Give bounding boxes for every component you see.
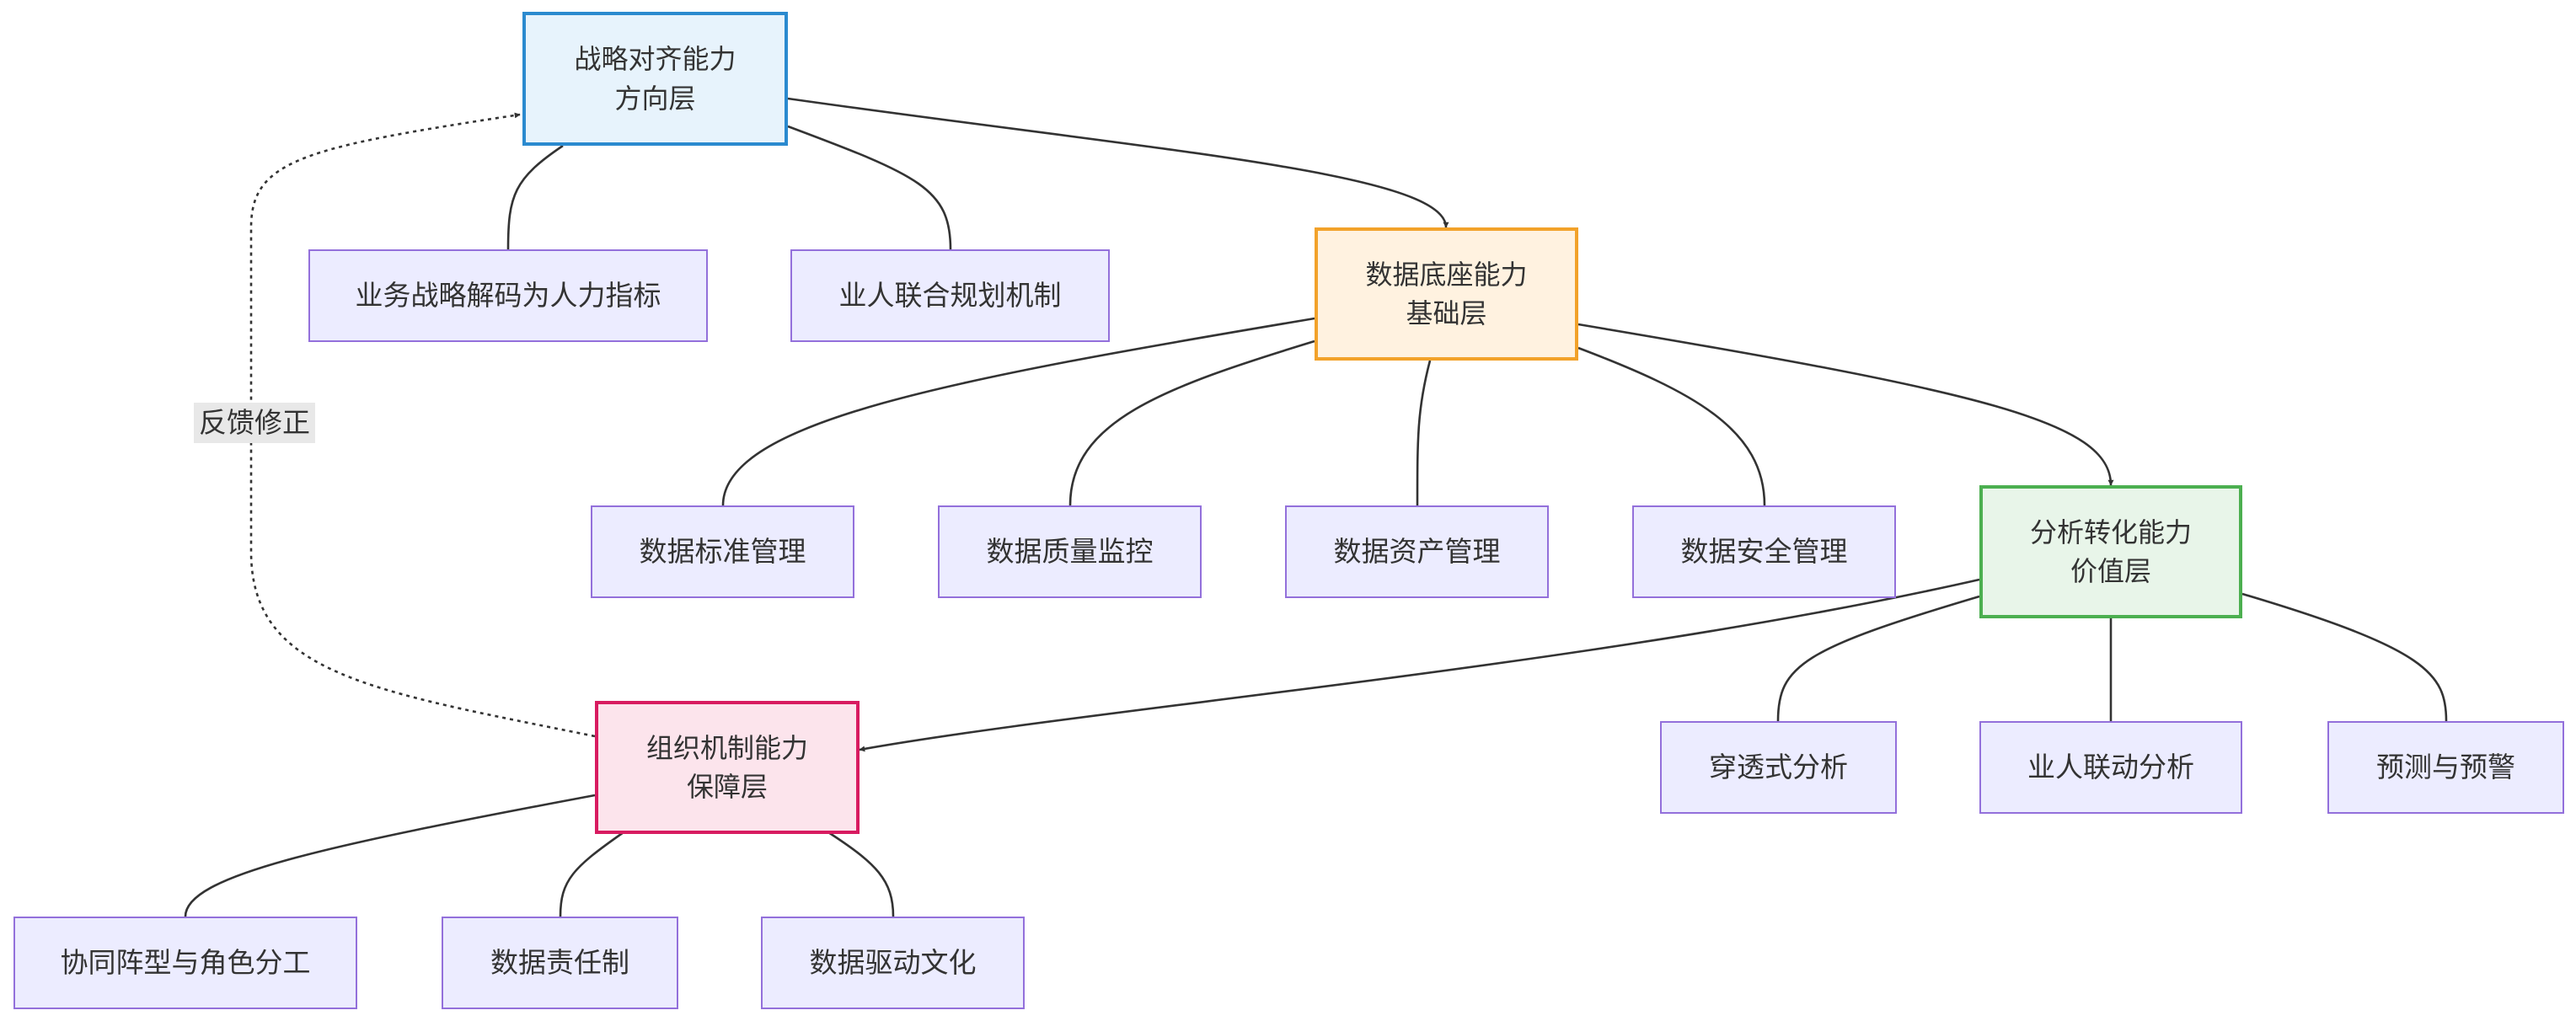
edge-org-to-o3 xyxy=(827,831,895,917)
edge-data-to-d3 xyxy=(1416,360,1432,506)
edge-data-to-d2 xyxy=(1068,339,1315,506)
node-data-layer[interactable]: 数据底座能力 基础层 xyxy=(1315,227,1578,361)
edge-strategy-to-s2 xyxy=(787,125,952,250)
data-security-label: 数据安全管理 xyxy=(1680,535,1848,569)
node-org-layer[interactable]: 组织机制能力 保障层 xyxy=(595,701,860,834)
drilldown-analysis-label: 穿透式分析 xyxy=(1709,751,1848,784)
node-data-quality[interactable]: 数据质量监控 xyxy=(938,505,1202,598)
data-accountability-label: 数据责任制 xyxy=(490,946,629,980)
edge-strategy-to-data xyxy=(787,97,1449,228)
collaboration-roles-label: 协同阵型与角色分工 xyxy=(60,946,311,980)
edge-analysis-to-a3 xyxy=(2241,592,2448,722)
edge-strategy-to-s1 xyxy=(506,144,564,250)
data-layer-title: 数据底座能力 xyxy=(1365,258,1528,291)
node-analysis-layer[interactable]: 分析转化能力 价值层 xyxy=(1979,485,2242,618)
node-forecast-alert[interactable]: 预测与预警 xyxy=(2327,721,2564,814)
node-data-assets[interactable]: 数据资产管理 xyxy=(1285,505,1549,598)
node-data-accountability[interactable]: 数据责任制 xyxy=(442,917,678,1009)
edge-analysis-to-a1 xyxy=(1776,595,1980,722)
linked-analysis-label: 业人联动分析 xyxy=(2027,751,2194,784)
node-linked-analysis[interactable]: 业人联动分析 xyxy=(1979,721,2242,814)
edge-data-to-d1 xyxy=(721,317,1315,506)
edge-org-to-o2 xyxy=(559,831,624,917)
data-culture-label: 数据驱动文化 xyxy=(809,946,977,980)
node-data-security[interactable]: 数据安全管理 xyxy=(1632,505,1896,598)
analysis-layer-subtitle: 价值层 xyxy=(2070,555,2151,587)
joint-planning-label: 业人联合规划机制 xyxy=(838,279,1062,313)
data-assets-label: 数据资产管理 xyxy=(1333,535,1501,569)
data-layer-subtitle: 基础层 xyxy=(1406,297,1487,329)
edge-analysis-to-org xyxy=(859,578,1980,752)
data-quality-label: 数据质量监控 xyxy=(986,535,1154,569)
node-data-standards[interactable]: 数据标准管理 xyxy=(591,505,854,598)
strategy-decoding-label: 业务战略解码为人力指标 xyxy=(355,279,661,313)
node-collaboration-roles[interactable]: 协同阵型与角色分工 xyxy=(13,917,357,1009)
edge-data-to-d4 xyxy=(1577,346,1766,506)
strategy-layer-title: 战略对齐能力 xyxy=(574,43,736,76)
org-layer-subtitle: 保障层 xyxy=(686,771,768,803)
node-data-culture[interactable]: 数据驱动文化 xyxy=(761,917,1025,1009)
node-strategy-layer[interactable]: 战略对齐能力 方向层 xyxy=(522,12,788,146)
edge-org-to-o1 xyxy=(184,794,596,917)
strategy-layer-subtitle: 方向层 xyxy=(614,82,696,115)
node-strategy-decoding[interactable]: 业务战略解码为人力指标 xyxy=(308,249,708,342)
org-layer-title: 组织机制能力 xyxy=(645,731,808,764)
node-joint-planning[interactable]: 业人联合规划机制 xyxy=(790,249,1110,342)
data-standards-label: 数据标准管理 xyxy=(639,535,806,569)
feedback-edge-label: 反馈修正 xyxy=(194,403,315,443)
forecast-alert-label: 预测与预警 xyxy=(2376,751,2515,784)
analysis-layer-title: 分析转化能力 xyxy=(2029,516,2192,548)
node-drilldown-analysis[interactable]: 穿透式分析 xyxy=(1660,721,1897,814)
edge-data-to-analysis xyxy=(1577,323,2114,486)
edge-feedback-org-to-strategy xyxy=(249,112,596,738)
